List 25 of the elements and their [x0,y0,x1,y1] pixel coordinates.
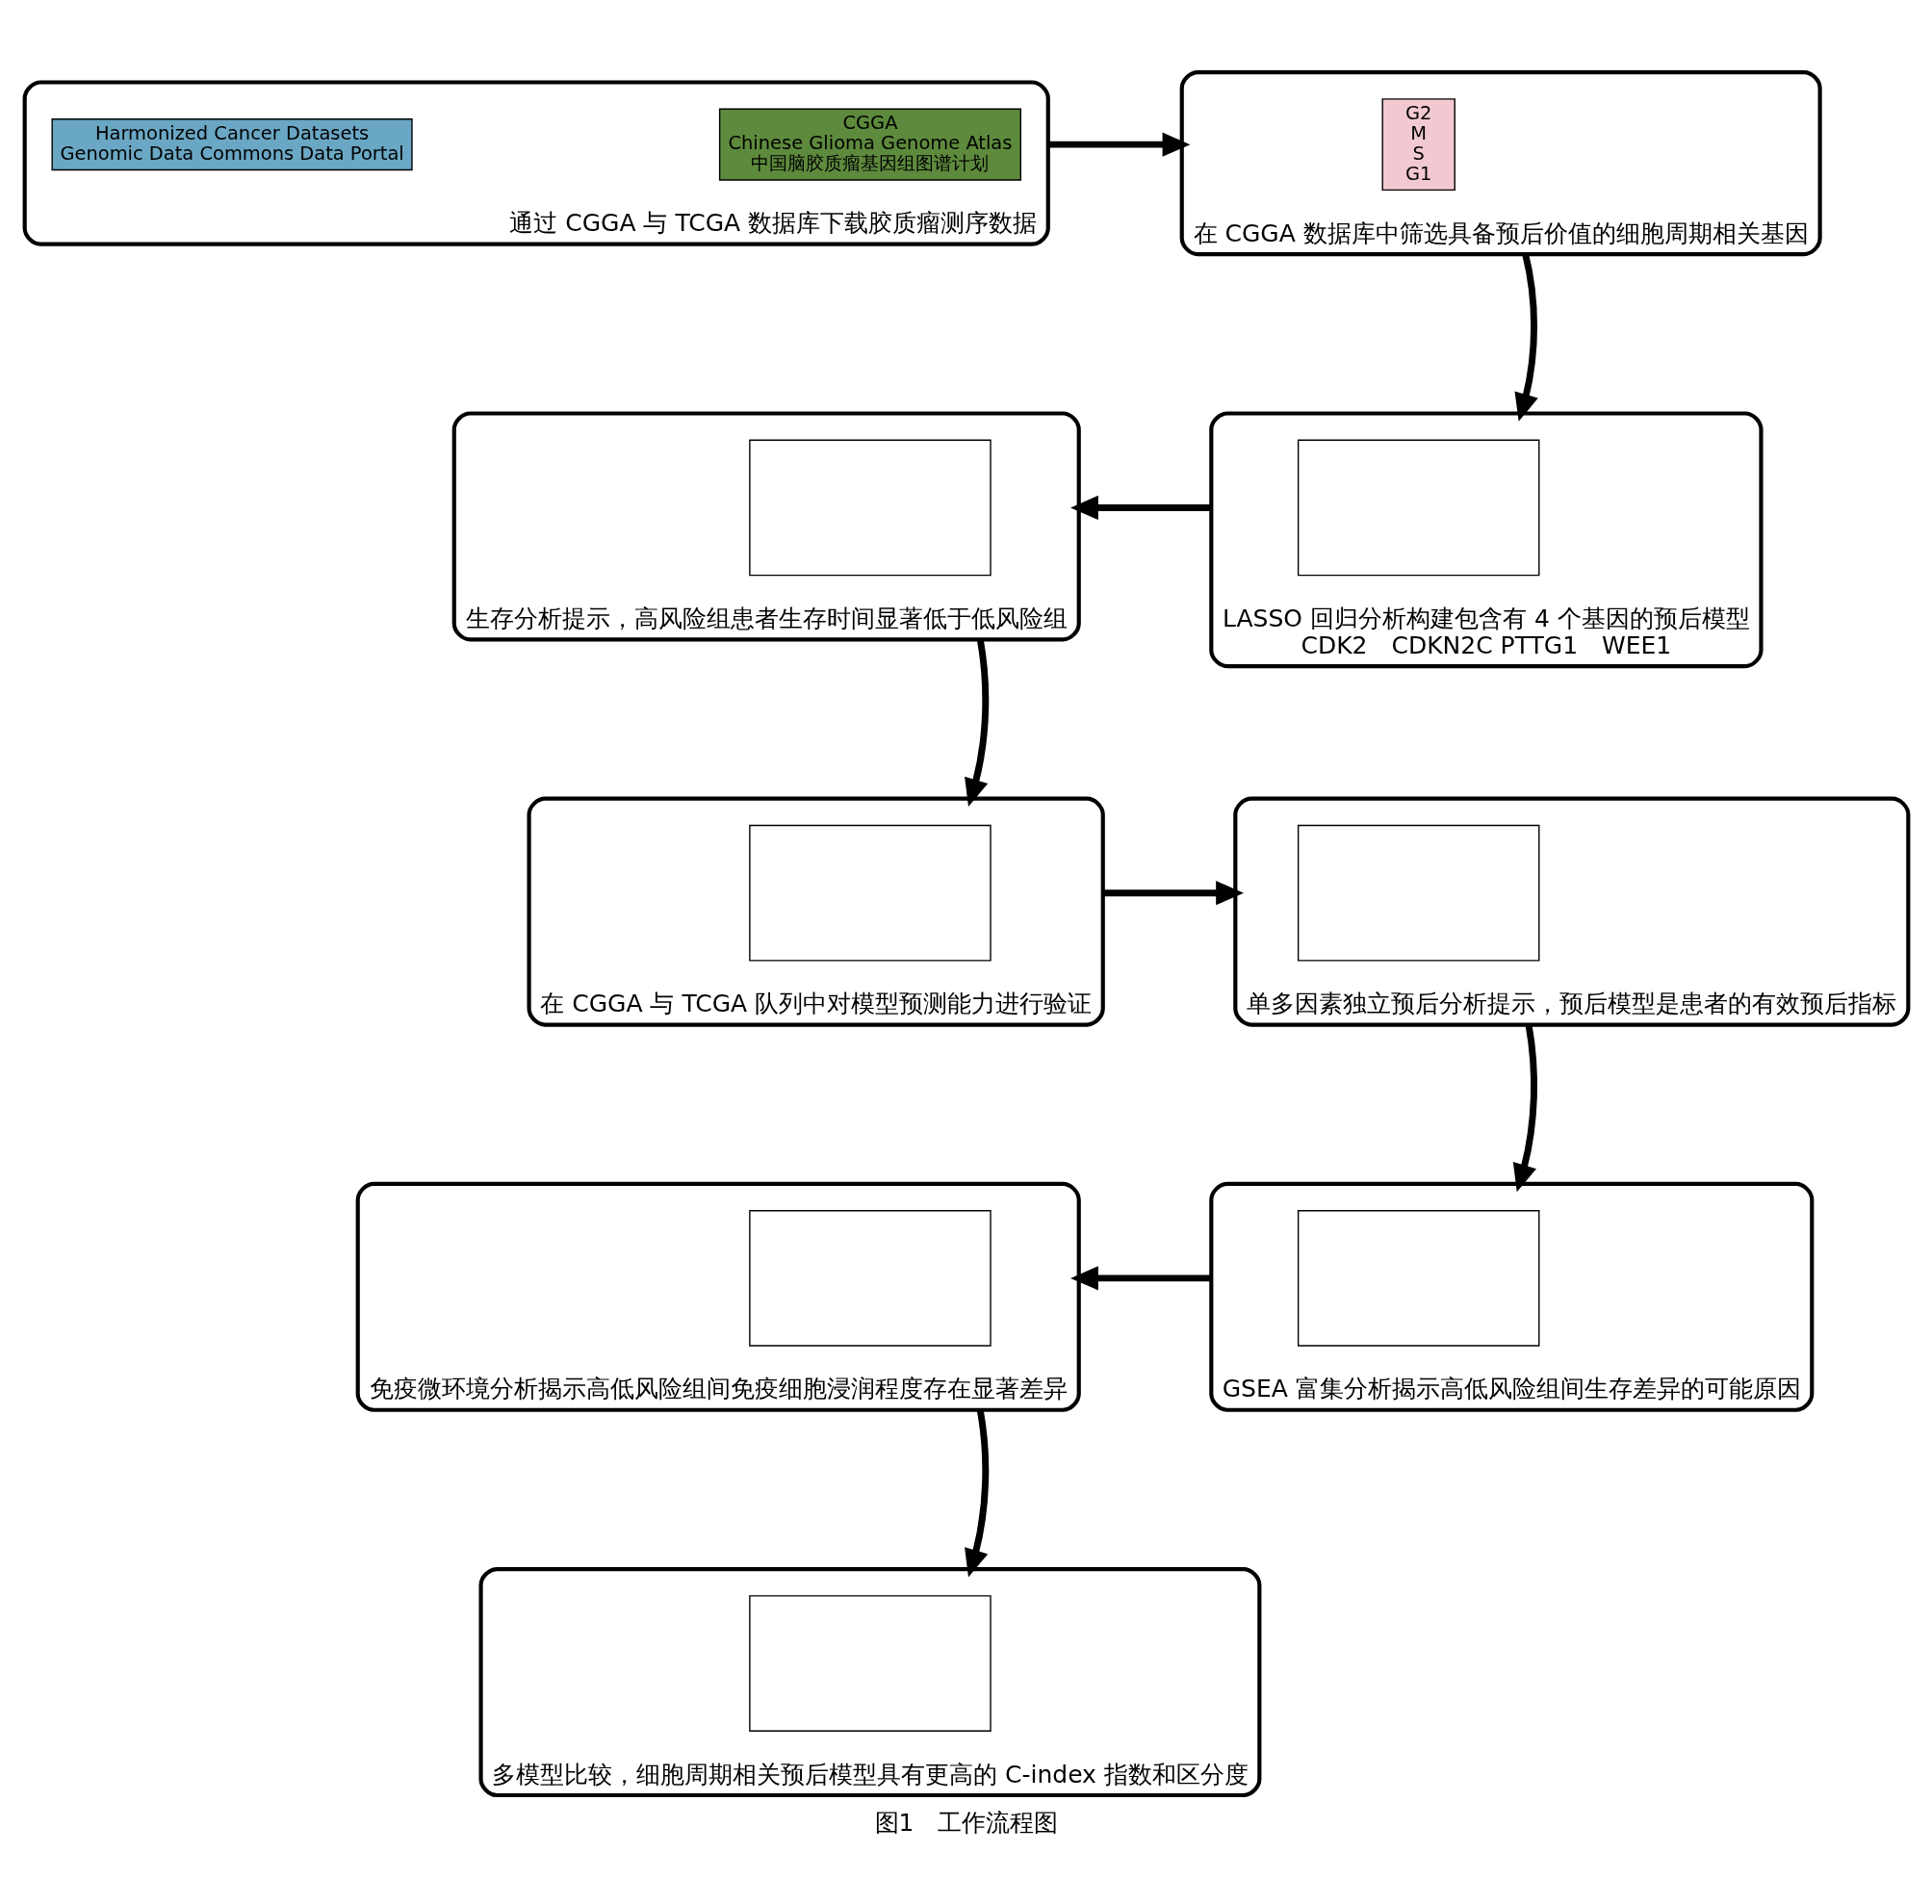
arrow [1069,495,1211,520]
node-box [1297,439,1539,576]
arrow [1047,132,1190,157]
caption: 图1 工作流程图 [874,1808,1058,1837]
cluster: 在 CGGA 与 TCGA 队列中对模型预测能力进行验证 [527,796,1105,1027]
cluster: 免疫微环境分析揭示高低风险组间免疫细胞浸润程度存在显著差异 [355,1181,1081,1412]
node-box: CGGA Chinese Glioma Genome Atlas 中国脑胶质瘤基因组图谱计划 [718,108,1021,181]
cluster: 单多因素独立预后分析提示，预后模型是患者的有效预后指标 [1232,796,1910,1027]
node-box [748,1594,992,1732]
node-box: Harmonized Cancer Datasets Genomic Data Commons Data Portal [50,117,413,170]
arrow [1069,1265,1211,1290]
arrow [964,638,989,807]
node-box [748,824,992,962]
node-box [748,439,992,576]
node-box [1297,824,1539,962]
arrow [1102,880,1244,905]
node-box: G2 M S G1 [1381,97,1455,191]
node-box [1297,1209,1539,1347]
arrow [1512,1023,1537,1192]
cluster: LASSO 回归分析构建包含有 4 个基因的预后模型 CDK2 CDKN2C PTTG1 WEE1 [1208,410,1764,668]
arrow [964,1408,989,1577]
node-box [748,1209,992,1347]
cluster: 生存分析提示，高风险组患者生存时间显著低于低风险组 [451,410,1081,641]
cluster: GSEA 富集分析揭示高低风险组间生存差异的可能原因 [1208,1181,1814,1412]
cluster: 多模型比较，细胞周期相关预后模型具有更高的 C-index 指数和区分度 [477,1566,1261,1797]
